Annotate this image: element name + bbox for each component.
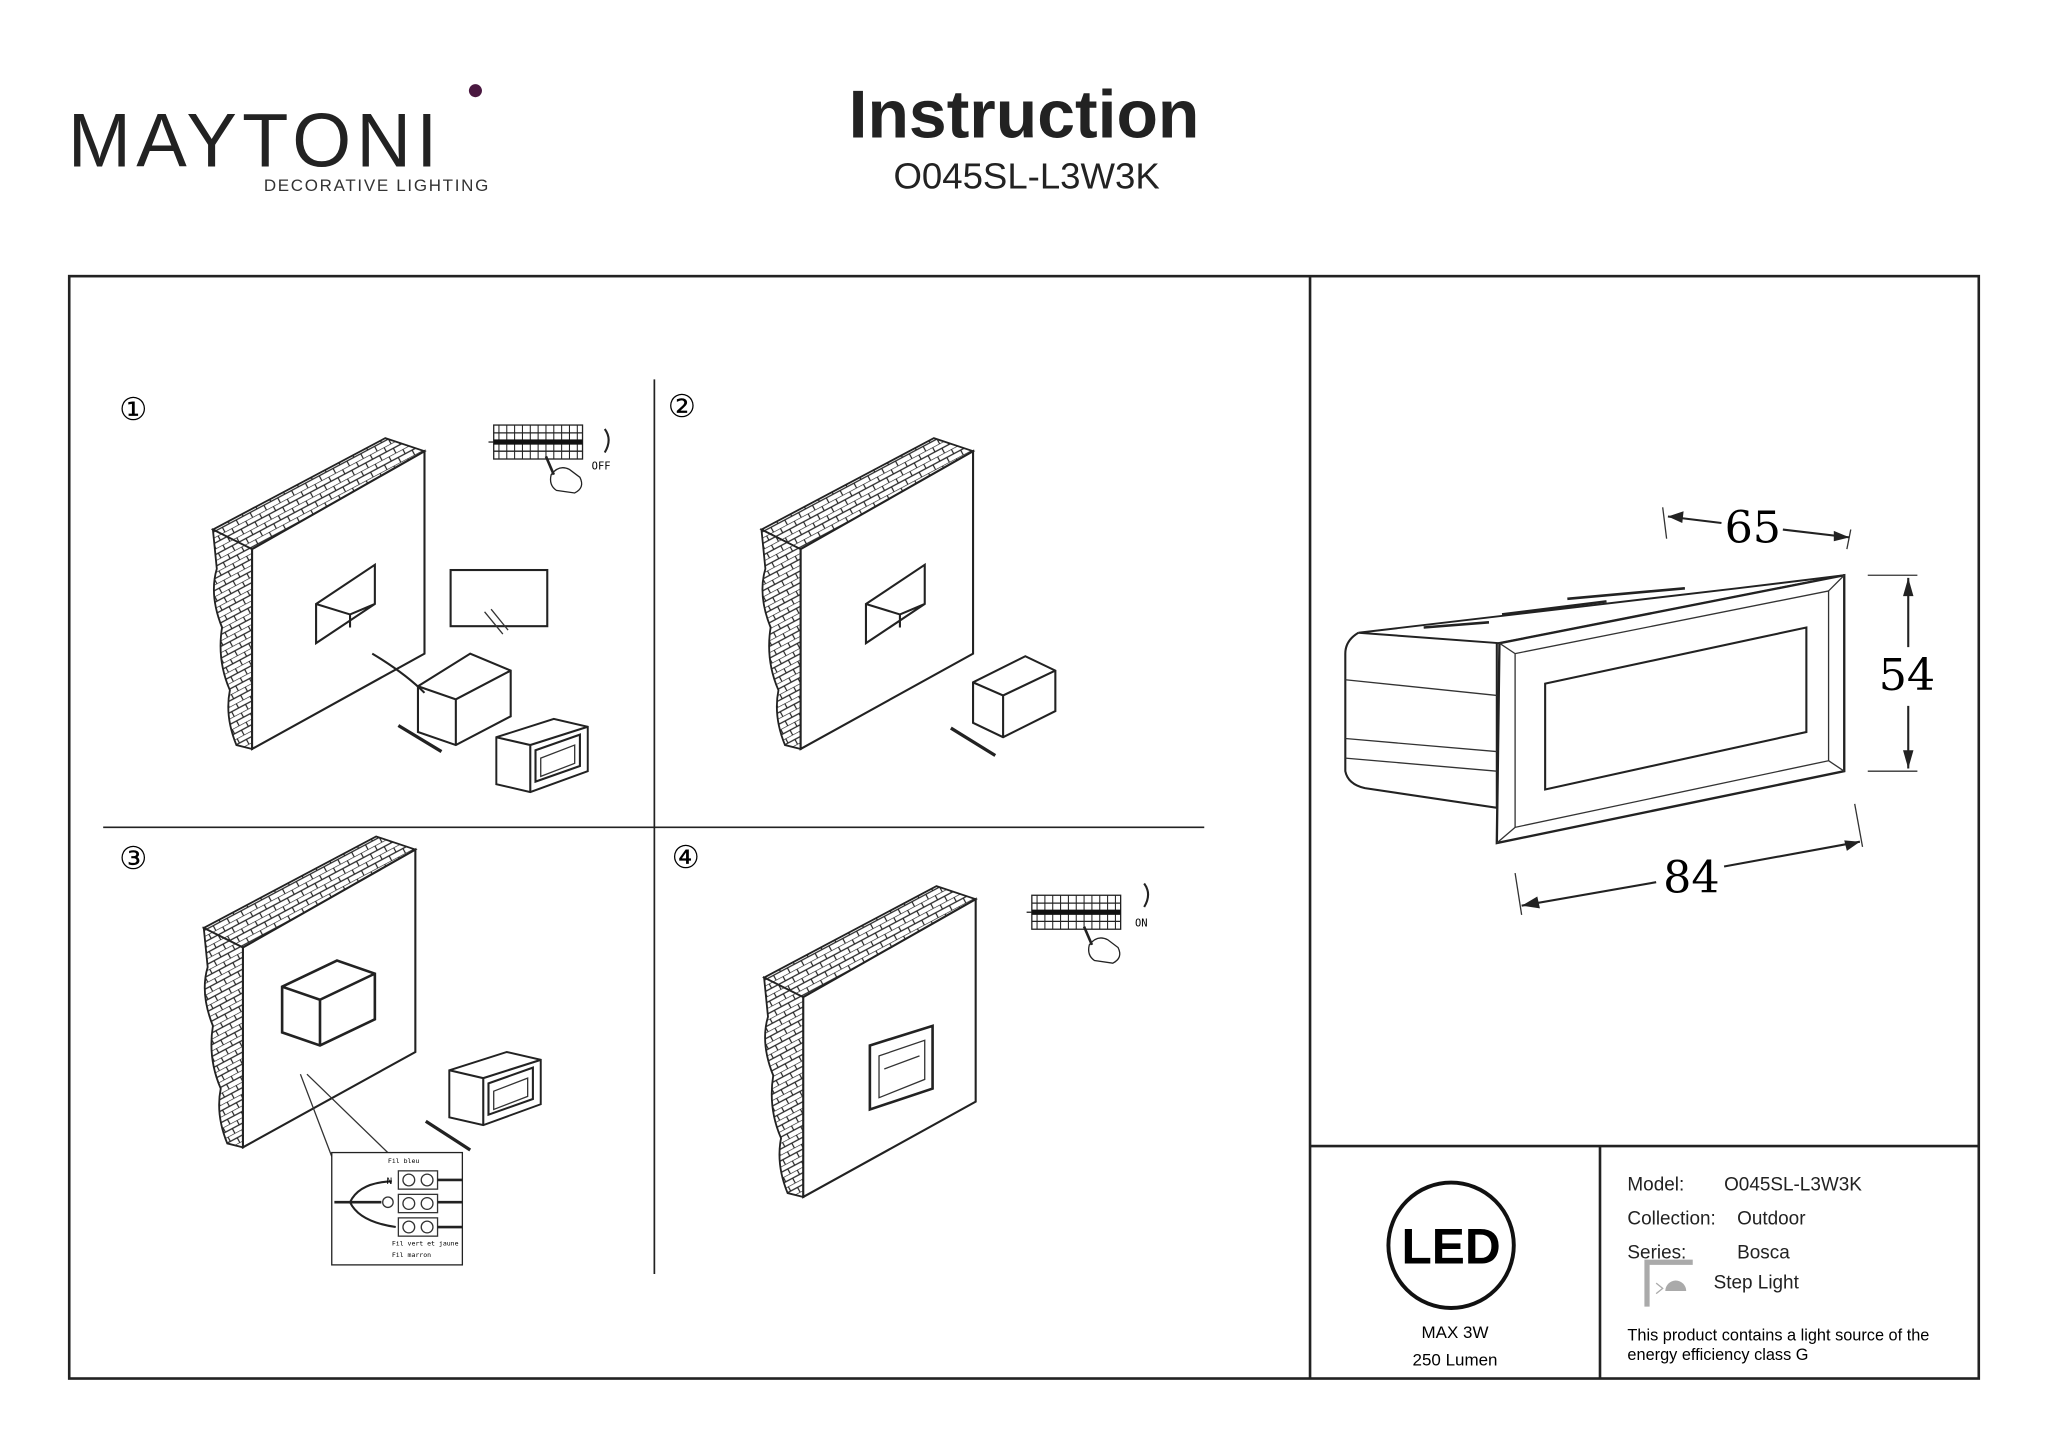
model-label: Model: [1627,1174,1684,1195]
model-value: O045SL-L3W3K [1724,1174,1862,1195]
brand-name: MAYTONI [68,98,443,183]
switch-off-label: OFF [592,460,611,472]
led-label: LED [1401,1219,1500,1275]
step-number: ② [668,389,696,425]
series-label: Series: [1627,1242,1686,1263]
page-title: Instruction [849,78,1200,153]
step-4: ④ ON [672,840,1150,1199]
wire-brown-label: Fil marron [392,1251,431,1259]
main-frame [67,274,1981,1380]
wiring-detail [331,1151,464,1266]
collection-value: Outdoor [1737,1208,1805,1229]
maytoni-logo: MAYTONI DECORATIVE LIGHTING [68,84,490,195]
wire-blue-label: Fil bleu [388,1157,419,1165]
step-2: ② [668,389,1057,757]
product-type: Step Light [1714,1272,1800,1293]
energy-note-line2: energy efficiency class G [1627,1346,1808,1364]
step-number: ③ [119,841,147,877]
step-number: ① [119,392,147,428]
brand-tagline: DECORATIVE LIGHTING [264,176,490,195]
energy-note-line1: This product contains a light source of … [1627,1327,1929,1345]
wire-green-yellow-label: Fil vert et jaune [392,1239,459,1247]
led-badge: LED [1386,1180,1516,1310]
dimension-width: 84 [1663,853,1720,904]
step-3: ③ Fil bleu N Fil vert et jaune Fil marro… [119,835,542,1266]
product-dimension-drawing: 65 54 84 [1344,503,1936,915]
dimension-height: 54 [1879,650,1936,701]
dimension-depth: 65 [1725,503,1782,554]
max-power: MAX 3W [1422,1323,1489,1342]
switch-on-label: ON [1135,918,1148,930]
logo-dot [468,84,482,98]
step-light-icon [1644,1259,1693,1307]
lumen: 250 Lumen [1413,1350,1498,1369]
step-number: ④ [672,840,700,876]
step-1: ① OFF [119,392,611,794]
series-value: Bosca [1737,1242,1790,1263]
collection-label: Collection: [1627,1208,1715,1229]
model-code: O045SL-L3W3K [893,156,1159,197]
terminal-n-label: N [387,1177,393,1187]
